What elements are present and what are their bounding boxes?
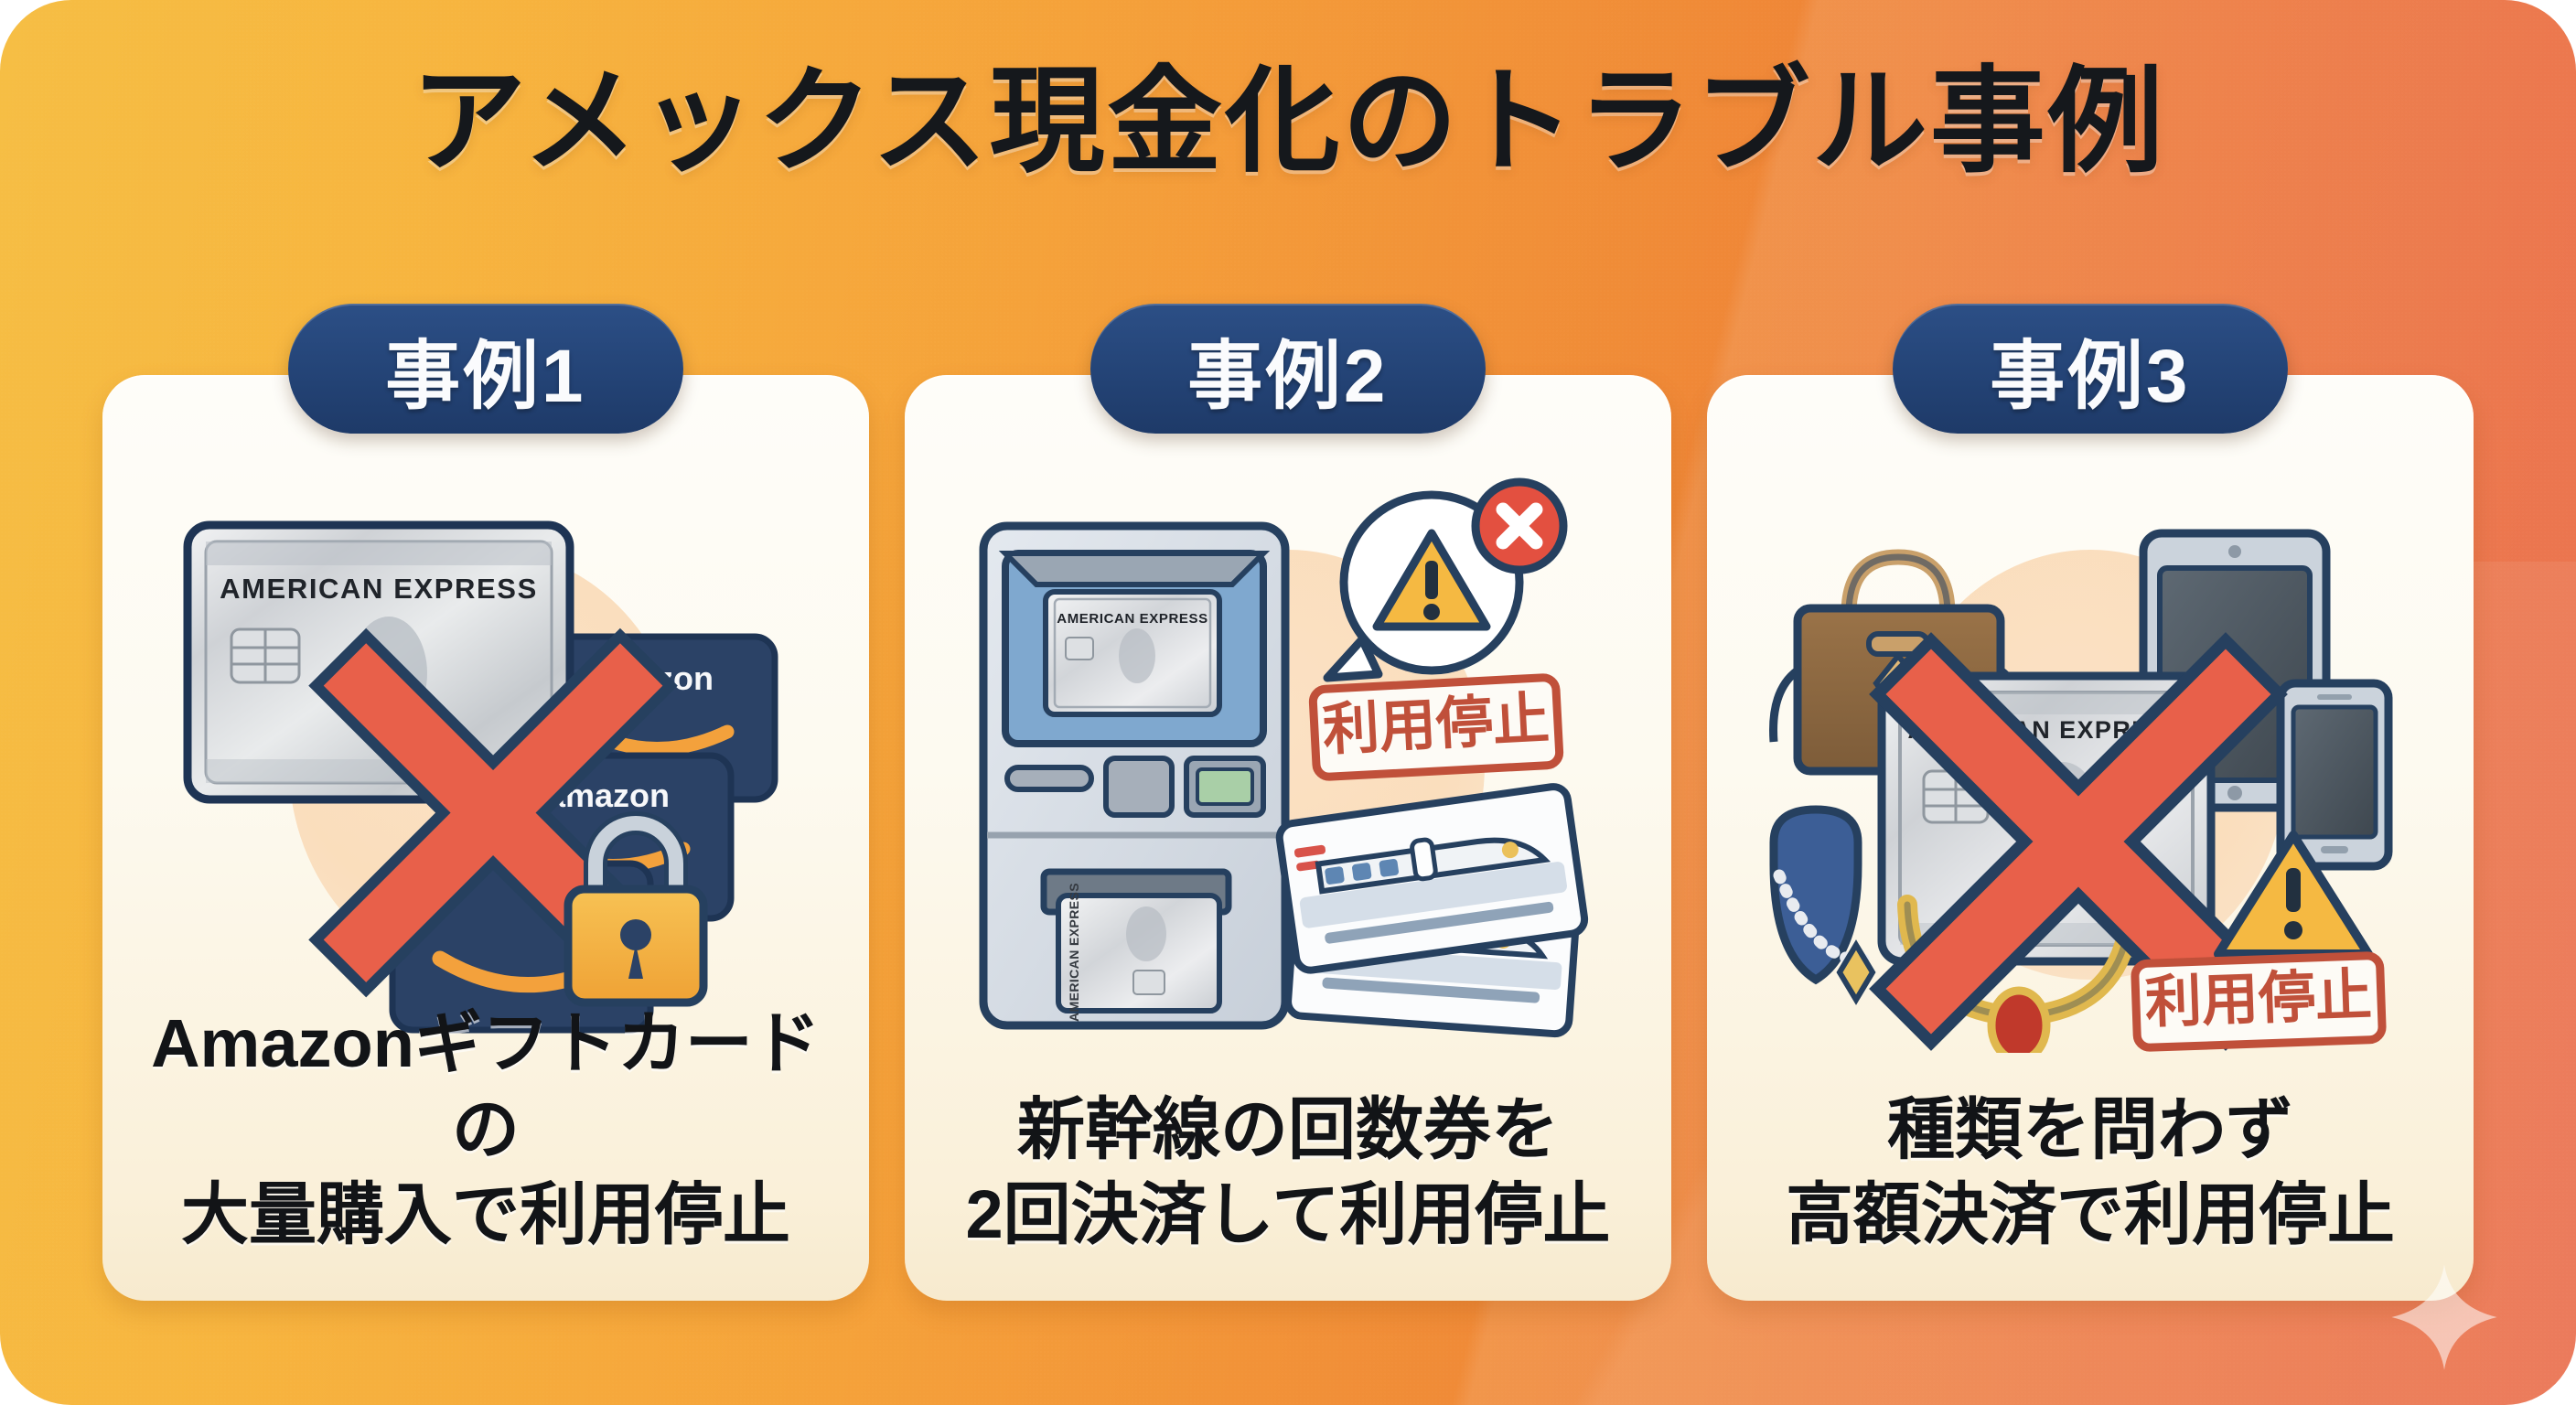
case-badge-1: 事例1: [288, 304, 683, 434]
padlock-icon: [564, 811, 708, 1007]
svg-text:AMERICAN EXPRESS: AMERICAN EXPRESS: [220, 573, 538, 605]
amex-card-in-slot: AMERICAN EXPRESS: [1056, 883, 1222, 1022]
luxury-goods-amex-suspended-icon: AMERICAN EXPRESS: [1769, 529, 2393, 1053]
amex-card-amazon-giftcards-lock-icon: amazon amazon: [183, 520, 778, 1034]
shinkansen-ticket-1: [1275, 783, 1589, 974]
page-title: アメックス現金化のトラブル事例: [411, 57, 2165, 186]
card-chip-icon: [230, 627, 301, 684]
svg-text:AMERICAN EXPRESS: AMERICAN EXPRESS: [1057, 611, 1208, 627]
svg-text:利用停止: 利用停止: [2144, 964, 2373, 1035]
case-caption-2: 新幹線の回数券を 2回決済して利用停止: [965, 1090, 1611, 1252]
warning-speech-bubble: [1323, 477, 1568, 682]
cards-row: 事例1: [0, 304, 2576, 1308]
red-x-mark: [1869, 632, 2288, 1051]
red-x-badge: [1471, 477, 1568, 574]
jewelry-bust-necklace: [1769, 805, 1876, 1005]
suspension-stamp: 利用停止: [2131, 951, 2387, 1052]
case-caption-3: 種類を問わず 高額決済で利用停止: [1786, 1090, 2395, 1252]
case-card-1: 事例1: [102, 304, 869, 1301]
illustration-1: amazon amazon: [102, 463, 869, 1067]
ticket-vending-machine: AMERICAN EXPRESS: [979, 521, 1290, 1030]
illustration-2: AMERICAN EXPRESS: [905, 463, 1671, 1067]
svg-text:AMERICAN EXPRESS: AMERICAN EXPRESS: [1067, 883, 1081, 1022]
case-card-2: 事例2: [905, 304, 1671, 1301]
case-badge-3: 事例3: [1893, 304, 2288, 434]
ticket-machine-shinkansen-icon: AMERICAN EXPRESS: [979, 477, 1589, 1038]
case-badge-2: 事例2: [1090, 304, 1486, 434]
amex-silver-card: AMERICAN EXPRESS: [183, 520, 574, 804]
case-card-3: 事例3: [1707, 304, 2474, 1301]
warning-triangle-icon: [1372, 529, 1491, 631]
illustration-3: AMERICAN EXPRESS: [1707, 463, 2474, 1067]
smartphone-icon: [2276, 679, 2393, 871]
svg-text:利用停止: 利用停止: [1321, 688, 1551, 763]
case-caption-1: Amazonギフトカードの 大量購入で利用停止: [151, 1005, 821, 1252]
suspension-stamp: 利用停止: [1308, 673, 1564, 781]
amex-card-on-screen: AMERICAN EXPRESS: [1043, 589, 1222, 717]
warning-triangle-icon: [2214, 831, 2373, 959]
sparkle-star-icon: [2391, 1264, 2497, 1370]
